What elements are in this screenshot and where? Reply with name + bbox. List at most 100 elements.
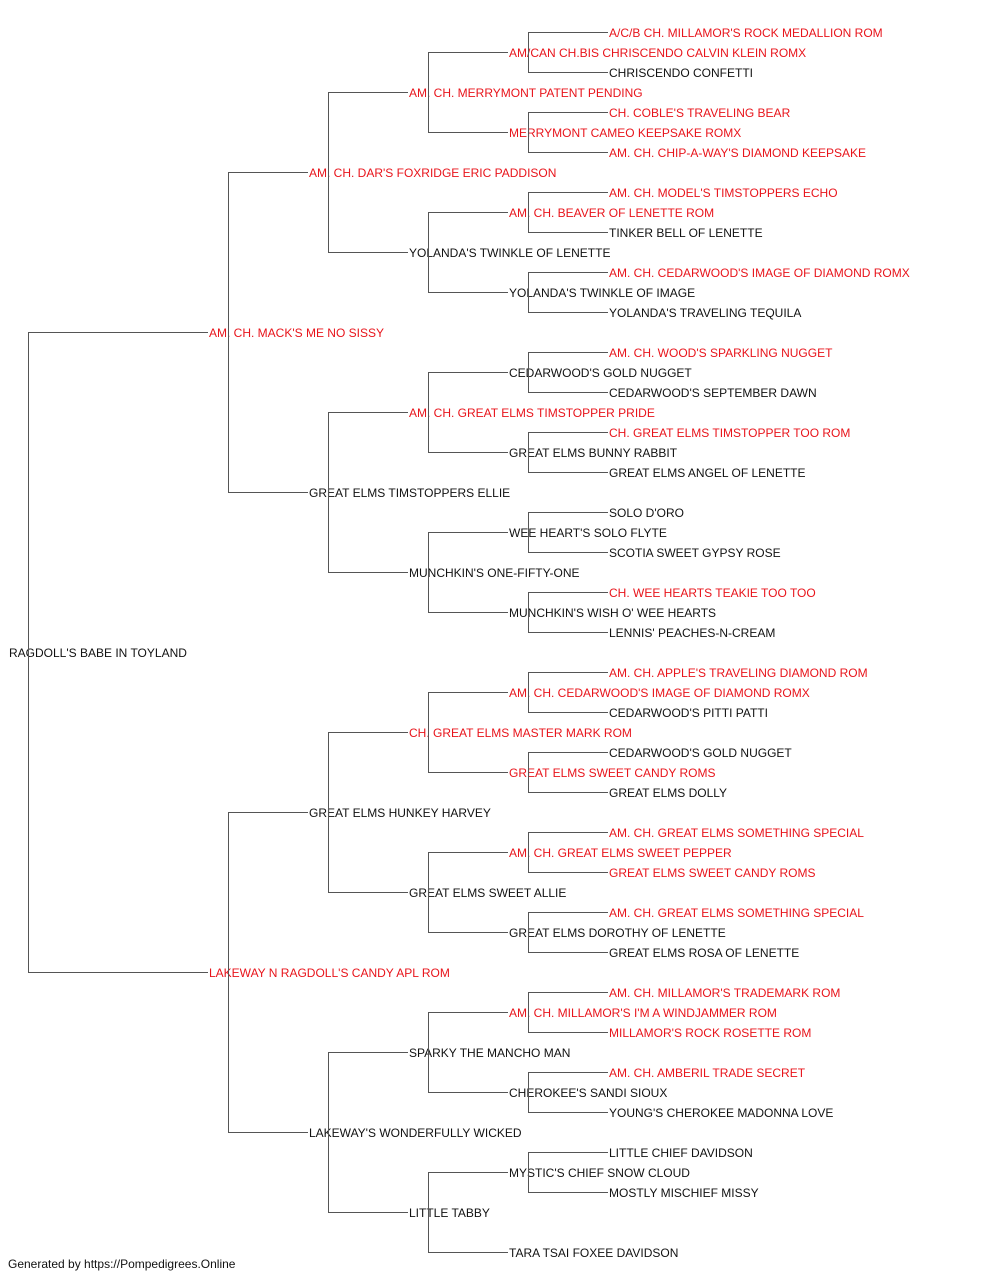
ancestor-name: GREAT ELMS SWEET ALLIE bbox=[408, 886, 568, 900]
ancestor-name: AM. CH. MACK'S ME NO SISSY bbox=[208, 326, 385, 340]
pedigree-connector bbox=[528, 912, 608, 913]
ancestor-name: MUNCHKIN'S WISH O' WEE HEARTS bbox=[508, 606, 718, 620]
ancestor-name: AM/CAN CH.BIS CHRISCENDO CALVIN KLEIN RO… bbox=[508, 46, 808, 60]
ancestor-name: LENNIS' PEACHES-N-CREAM bbox=[608, 626, 777, 640]
pedigree-connector bbox=[428, 1092, 508, 1093]
pedigree-connector bbox=[428, 692, 508, 693]
pedigree-connector bbox=[328, 412, 408, 413]
ancestor-name: LITTLE TABBY bbox=[408, 1206, 491, 1220]
pedigree-connector bbox=[328, 892, 408, 893]
pedigree-connector bbox=[528, 792, 608, 793]
pedigree-connector bbox=[528, 1152, 608, 1153]
ancestor-name: AM. CH. AMBERIL TRADE SECRET bbox=[608, 1066, 807, 1080]
ancestor-name: LAKEWAY N RAGDOLL'S CANDY APL ROM bbox=[208, 966, 451, 980]
ancestor-name: TARA TSAI FOXEE DAVIDSON bbox=[508, 1246, 680, 1260]
pedigree-connector bbox=[28, 332, 29, 973]
pedigree-connector bbox=[528, 592, 529, 633]
pedigree-connector bbox=[428, 372, 429, 453]
pedigree-connector bbox=[428, 772, 508, 773]
ancestor-name: AM. CH. MODEL'S TIMSTOPPERS ECHO bbox=[608, 186, 839, 200]
pedigree-connector bbox=[428, 212, 429, 293]
ancestor-name: GREAT ELMS BUNNY RABBIT bbox=[508, 446, 679, 460]
pedigree-connector bbox=[428, 132, 508, 133]
ancestor-name: GREAT ELMS DOLLY bbox=[608, 786, 729, 800]
ancestor-name: AM. CH. BEAVER OF LENETTE ROM bbox=[508, 206, 716, 220]
pedigree-connector bbox=[528, 352, 608, 353]
ancestor-name: YOLANDA'S TRAVELING TEQUILA bbox=[608, 306, 803, 320]
pedigree-connector bbox=[328, 1052, 329, 1213]
pedigree-connector bbox=[528, 1152, 529, 1193]
ancestor-name: GREAT ELMS ROSA OF LENETTE bbox=[608, 946, 801, 960]
pedigree-connector bbox=[528, 592, 608, 593]
pedigree-connector bbox=[528, 152, 608, 153]
ancestor-name: CEDARWOOD'S GOLD NUGGET bbox=[608, 746, 793, 760]
pedigree-connector bbox=[228, 492, 308, 493]
pedigree-connector bbox=[328, 412, 329, 573]
ancestor-name: AM. CH. CEDARWOOD'S IMAGE OF DIAMOND ROM… bbox=[508, 686, 811, 700]
ancestor-name: AM. CH. CEDARWOOD'S IMAGE OF DIAMOND ROM… bbox=[608, 266, 911, 280]
ancestor-name: CH. GREAT ELMS TIMSTOPPER TOO ROM bbox=[608, 426, 852, 440]
pedigree-connector bbox=[428, 1172, 429, 1253]
pedigree-connector bbox=[528, 432, 608, 433]
pedigree-connector bbox=[428, 212, 508, 213]
pedigree-connector bbox=[528, 1072, 529, 1113]
ancestor-name: CEDARWOOD'S PITTI PATTI bbox=[608, 706, 769, 720]
pedigree-connector bbox=[428, 852, 508, 853]
pedigree-connector bbox=[528, 712, 608, 713]
pedigree-connector bbox=[328, 732, 408, 733]
footer-credit: Generated by https://Pompedigrees.Online bbox=[8, 1257, 236, 1271]
pedigree-connector bbox=[428, 532, 508, 533]
ancestor-name: GREAT ELMS TIMSTOPPERS ELLIE bbox=[308, 486, 512, 500]
pedigree-connector bbox=[528, 672, 608, 673]
pedigree-connector bbox=[328, 1052, 408, 1053]
ancestor-name: GREAT ELMS DOROTHY OF LENETTE bbox=[508, 926, 727, 940]
pedigree-connector bbox=[28, 332, 208, 333]
pedigree-connector bbox=[428, 372, 508, 373]
pedigree-connector bbox=[528, 1032, 608, 1033]
pedigree-connector bbox=[528, 872, 608, 873]
ancestor-name: AM. CH. GREAT ELMS SOMETHING SPECIAL bbox=[608, 906, 865, 920]
pedigree-connector bbox=[428, 852, 429, 933]
pedigree-connector bbox=[528, 1112, 608, 1113]
pedigree-connector bbox=[528, 232, 608, 233]
ancestor-name: AM. CH. GREAT ELMS SOMETHING SPECIAL bbox=[608, 826, 865, 840]
pedigree-connector bbox=[428, 1172, 508, 1173]
pedigree-connector bbox=[428, 292, 508, 293]
pedigree-connector bbox=[228, 812, 229, 1133]
pedigree-connector bbox=[528, 512, 529, 553]
pedigree-connector bbox=[428, 452, 508, 453]
pedigree-connector bbox=[528, 472, 608, 473]
pedigree-connector bbox=[328, 732, 329, 893]
ancestor-name: SPARKY THE MANCHO MAN bbox=[408, 1046, 572, 1060]
pedigree-connector bbox=[228, 812, 308, 813]
ancestor-name: AM. CH. MILLAMOR'S I'M A WINDJAMMER ROM bbox=[508, 1006, 778, 1020]
pedigree-connector bbox=[428, 52, 429, 133]
pedigree-connector bbox=[528, 32, 529, 73]
pedigree-connector bbox=[328, 92, 408, 93]
pedigree-connector bbox=[528, 192, 529, 233]
ancestor-name: LAKEWAY'S WONDERFULLY WICKED bbox=[308, 1126, 523, 1140]
ancestor-name: CH. COBLE'S TRAVELING BEAR bbox=[608, 106, 792, 120]
pedigree-connector bbox=[428, 1252, 508, 1253]
ancestor-name: AM. CH. GREAT ELMS SWEET PEPPER bbox=[508, 846, 733, 860]
pedigree-connector bbox=[528, 752, 608, 753]
pedigree-connector bbox=[428, 612, 508, 613]
pedigree-connector bbox=[528, 1192, 608, 1193]
ancestor-name: CH. WEE HEARTS TEAKIE TOO TOO bbox=[608, 586, 817, 600]
ancestor-name: GREAT ELMS HUNKEY HARVEY bbox=[308, 806, 492, 820]
ancestor-name: AM. CH. DAR'S FOXRIDGE ERIC PADDISON bbox=[308, 166, 558, 180]
ancestor-name: MYSTIC'S CHIEF SNOW CLOUD bbox=[508, 1166, 691, 1180]
ancestor-name: CEDARWOOD'S SEPTEMBER DAWN bbox=[608, 386, 818, 400]
ancestor-name: YOUNG'S CHEROKEE MADONNA LOVE bbox=[608, 1106, 835, 1120]
pedigree-connector bbox=[528, 192, 608, 193]
pedigree-connector bbox=[528, 632, 608, 633]
pedigree-connector bbox=[528, 952, 608, 953]
pedigree-connector bbox=[528, 912, 529, 953]
ancestor-name: GREAT ELMS SWEET CANDY ROMS bbox=[608, 866, 817, 880]
ancestor-name: CHRISCENDO CONFETTI bbox=[608, 66, 754, 80]
pedigree-connector bbox=[528, 312, 608, 313]
pedigree-connector bbox=[528, 352, 529, 393]
pedigree-connector bbox=[428, 532, 429, 613]
pedigree-connector bbox=[528, 432, 529, 473]
ancestor-name: GREAT ELMS SWEET CANDY ROMS bbox=[508, 766, 717, 780]
